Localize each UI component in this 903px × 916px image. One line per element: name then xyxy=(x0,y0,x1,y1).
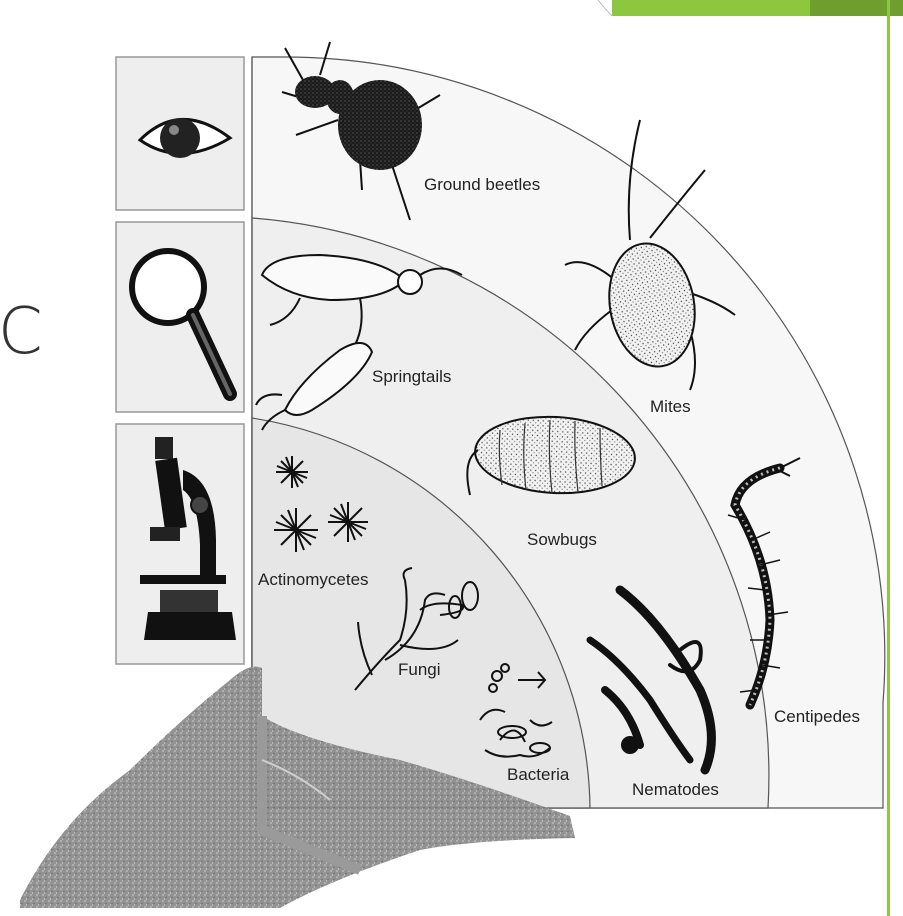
label-springtails: Springtails xyxy=(372,367,451,386)
label-mites: Mites xyxy=(650,397,691,416)
label-sowbugs: Sowbugs xyxy=(527,530,597,549)
label-actinomycetes: Actinomycetes xyxy=(258,570,369,589)
label-bacteria: Bacteria xyxy=(507,765,570,784)
label-fungi: Fungi xyxy=(398,660,441,679)
label-ground-beetles: Ground beetles xyxy=(424,175,540,194)
label-centipedes: Centipedes xyxy=(774,707,860,726)
label-nematodes: Nematodes xyxy=(632,780,719,799)
